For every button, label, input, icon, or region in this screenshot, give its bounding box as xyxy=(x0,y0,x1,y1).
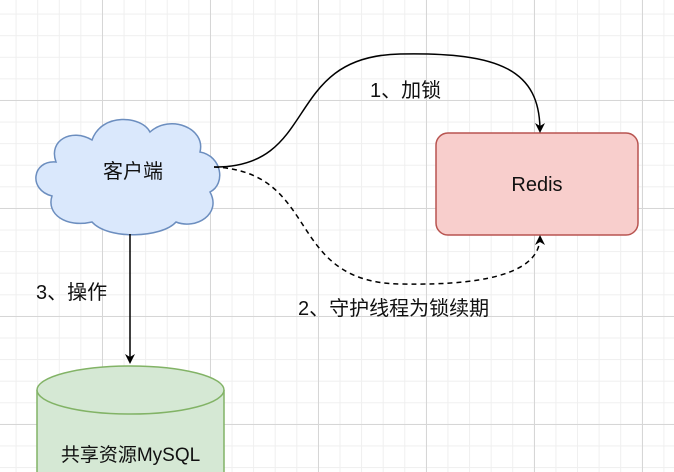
edge-renew-label: 2、守护线程为锁续期 xyxy=(298,298,490,320)
mysql-cylinder-shape[interactable] xyxy=(36,365,225,472)
edge-renew[interactable] xyxy=(213,166,545,285)
edge-lock-label: 1、加锁 xyxy=(370,80,442,102)
client-cloud-shape[interactable] xyxy=(35,118,221,236)
redis-label: Redis xyxy=(511,174,563,196)
mysql-label: 共享资源MySQL xyxy=(60,445,201,466)
redis-node-shape[interactable] xyxy=(435,132,639,236)
edge-lock[interactable] xyxy=(213,53,545,168)
edge-operate-label: 3、操作 xyxy=(36,282,108,304)
client-label: 客户端 xyxy=(103,161,163,183)
